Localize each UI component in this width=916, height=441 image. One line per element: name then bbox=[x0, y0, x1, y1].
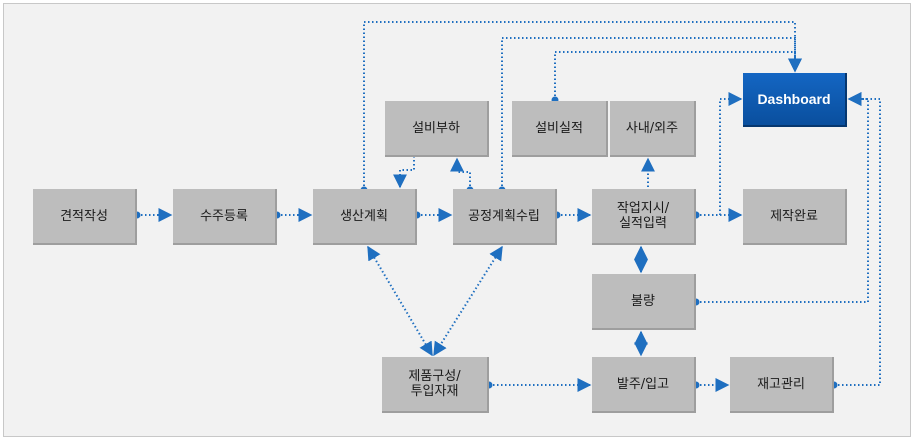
node-order: 수주등록 bbox=[173, 189, 277, 245]
node-defect: 불량 bbox=[592, 274, 696, 330]
edge-process-load bbox=[450, 157, 471, 190]
node-inhouse-outsource: 사내/외주 bbox=[610, 101, 696, 157]
node-purchase: 발주/입고 bbox=[592, 357, 696, 413]
node-production-plan: 생산계획 bbox=[313, 189, 417, 245]
node-inventory: 재고관리 bbox=[730, 357, 834, 413]
node-work-order: 작업지시/ 실적입력 bbox=[592, 189, 696, 245]
edge-workorder-dashboard bbox=[696, 92, 743, 216]
edge-load-production bbox=[393, 152, 415, 189]
node-equipment-result: 설비실적 bbox=[512, 101, 608, 157]
edge-production-bom bbox=[367, 245, 433, 357]
node-estimate: 견적작성 bbox=[33, 189, 137, 245]
edge-process-dashboard bbox=[501, 37, 802, 190]
node-equipment-load: 설비부하 bbox=[385, 101, 489, 157]
node-dashboard: Dashboard bbox=[743, 73, 847, 127]
edge-production-dashboard bbox=[363, 21, 802, 190]
edge-process-bom bbox=[433, 245, 503, 357]
edge-inventory-dashboard bbox=[834, 92, 881, 386]
edge-result-dashboard bbox=[554, 51, 802, 100]
node-bom: 제품구성/ 투입자재 bbox=[382, 357, 489, 413]
node-complete: 제작완료 bbox=[743, 189, 847, 245]
node-process-plan: 공정계획수립 bbox=[453, 189, 557, 245]
